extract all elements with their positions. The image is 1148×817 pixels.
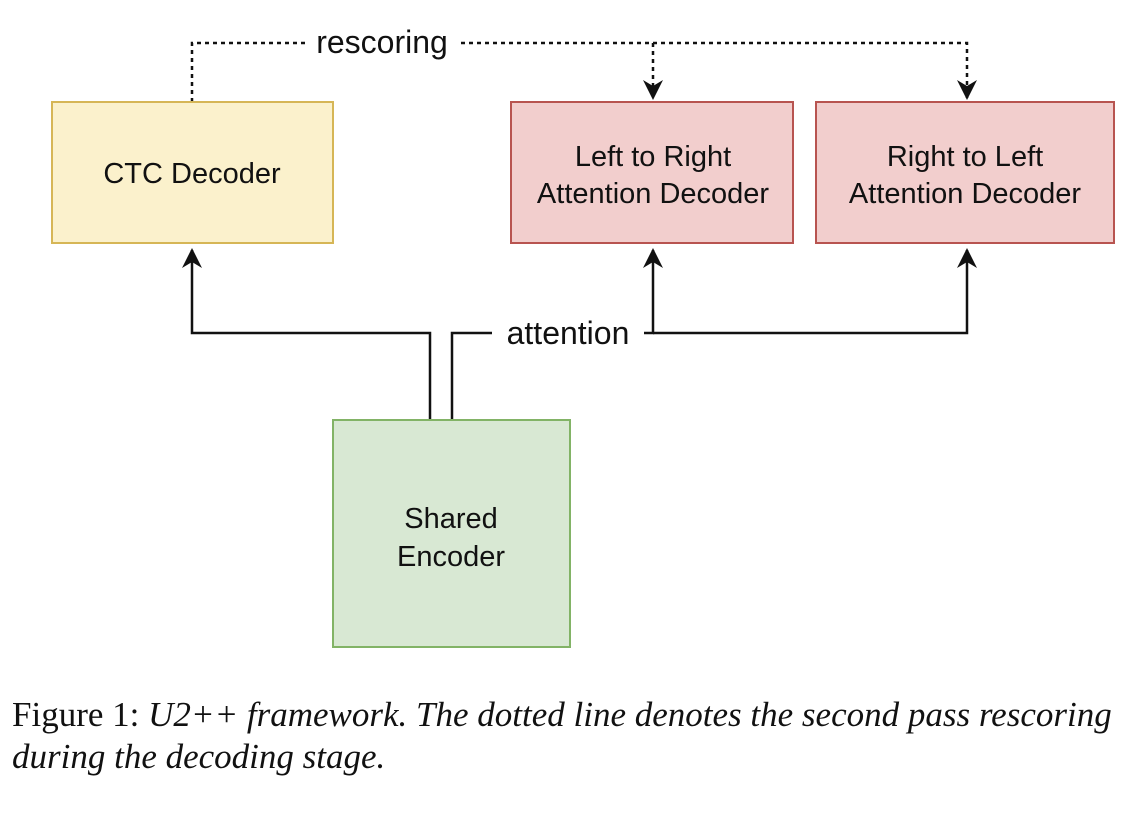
r2l-attention-decoder-box [815, 101, 1115, 244]
rescoring-edge [190, 41, 977, 102]
ctc-decoder-node: CTC Decoder [51, 101, 334, 244]
r2l-attention-decoder-node: Right to Left Attention Decoder [815, 101, 1115, 244]
encoder-label-line-2: Encoder [397, 541, 505, 573]
l2r-attention-decoder-node: Left to Right Attention Decoder [510, 101, 794, 244]
l2r-label-line-1: Left to Right [575, 141, 731, 173]
encoder-to-ctc-edge [182, 248, 432, 420]
caption-prefix: Figure 1: [12, 695, 149, 734]
caption-text: U2++ framework. The dotted line denotes … [12, 695, 1112, 776]
rescoring-label-background [306, 22, 458, 62]
u2pp-framework-diagram: attention rescoring CTC Decoder Left to … [51, 22, 1115, 648]
shared-encoder-node: Shared Encoder [332, 419, 571, 648]
l2r-attention-decoder-box [510, 101, 794, 244]
ctc-decoder-label: CTC Decoder [103, 158, 281, 190]
encoder-to-r2l-edge [653, 248, 977, 335]
attention-label-background [492, 312, 644, 352]
rescoring-label: rescoring [316, 24, 448, 60]
encoder-label-line-1: Shared [404, 503, 498, 535]
attention-label: attention [507, 315, 630, 351]
l2r-label-line-2: Attention Decoder [537, 178, 769, 210]
ctc-decoder-box [51, 101, 334, 244]
r2l-label-line-1: Right to Left [887, 141, 1043, 173]
r2l-label-line-2: Attention Decoder [849, 178, 1081, 210]
shared-encoder-box [332, 419, 571, 648]
figure-caption: Figure 1: U2++ framework. The dotted lin… [12, 694, 1142, 778]
